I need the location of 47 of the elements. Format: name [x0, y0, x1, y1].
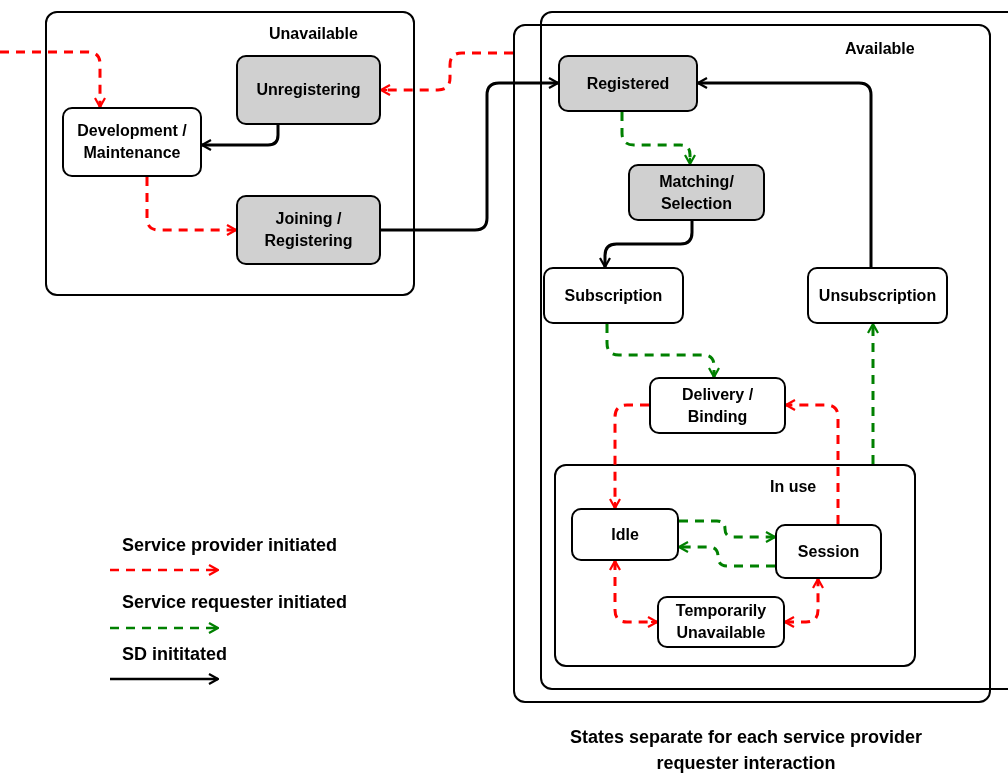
legend-label: Service provider initiated	[122, 535, 338, 556]
arrow	[677, 540, 775, 568]
arrow	[866, 322, 880, 464]
state-box	[236, 195, 381, 265]
caption: States separate for each service provider requester interaction	[568, 726, 924, 774]
state-label: Joining / Registering	[263, 209, 354, 251]
arrow	[379, 51, 513, 97]
state-box	[628, 164, 765, 221]
arrow	[679, 519, 777, 544]
state-label: Delivery / Binding	[680, 384, 755, 427]
state-box	[775, 524, 882, 579]
arrow	[784, 398, 840, 524]
state-label: Idle	[610, 524, 640, 545]
state-box	[657, 596, 785, 648]
arrow	[0, 50, 107, 109]
state-label: Development / Maintenance	[76, 121, 188, 163]
state-label: Unregistering	[255, 80, 362, 100]
arrow	[608, 403, 649, 510]
state-group-box	[45, 11, 415, 296]
arrow	[200, 125, 280, 152]
state-label: Unsubscription	[817, 285, 938, 306]
state-label: Registered	[585, 73, 671, 94]
state-label: Subscription	[563, 285, 664, 306]
legend-label: Service requester initiated	[122, 592, 348, 613]
state-group-box	[554, 464, 916, 667]
arrow	[605, 324, 721, 379]
state-box	[558, 55, 698, 112]
arrow	[145, 177, 238, 237]
arrow	[381, 76, 560, 232]
group-title: Unavailable	[269, 25, 358, 43]
state-label: Matching/ Selection	[658, 171, 735, 214]
arrow	[598, 221, 694, 269]
state-box	[543, 267, 684, 324]
arrow	[620, 112, 697, 166]
arrow	[696, 76, 873, 267]
legend-label: SD inititated	[122, 644, 227, 665]
state-box	[62, 107, 202, 177]
state-box	[236, 55, 381, 125]
state-label: Session	[796, 541, 861, 562]
group-title: In use	[770, 478, 817, 496]
state-label: Temporarily Unavailable	[674, 601, 768, 643]
group-title: Available	[845, 40, 915, 58]
state-box	[807, 267, 948, 324]
state-box	[571, 508, 679, 561]
arrow	[608, 559, 659, 629]
state-box	[649, 377, 786, 434]
arrow	[783, 577, 825, 629]
